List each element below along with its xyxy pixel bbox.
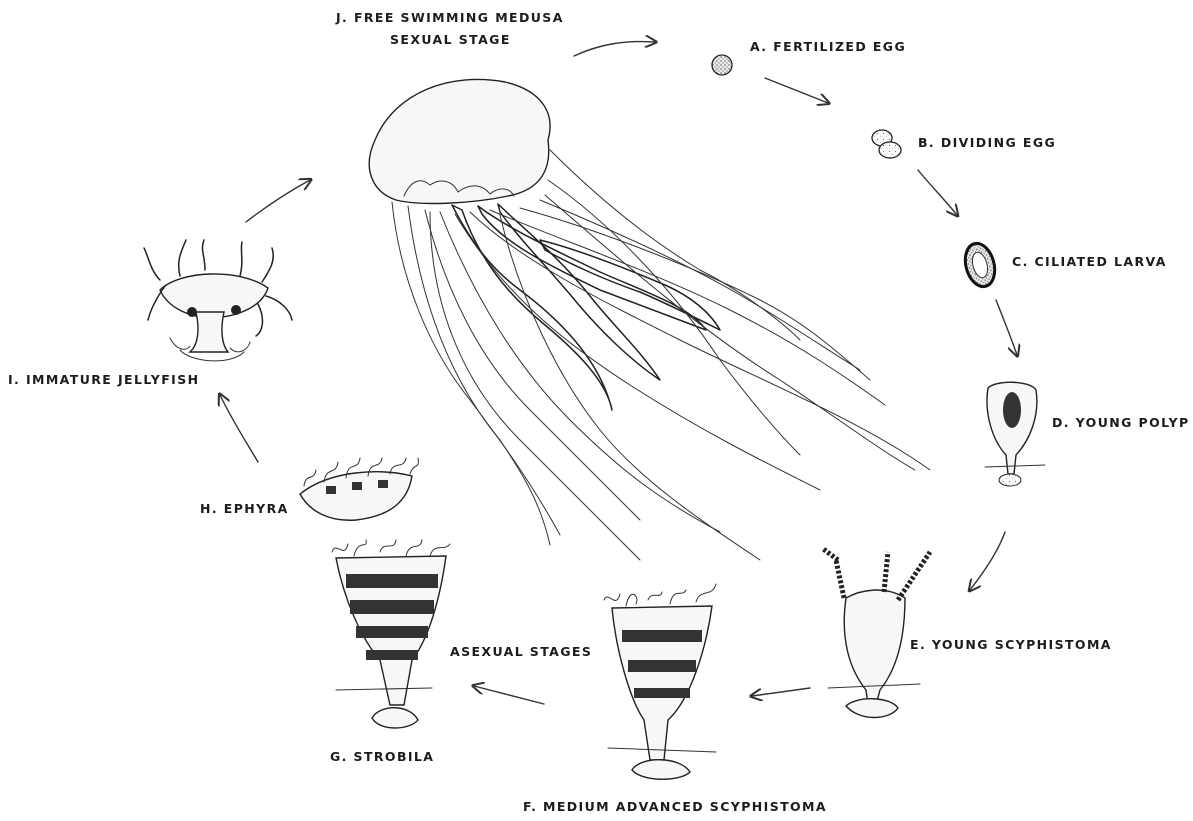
young-polyp-illustration: [985, 382, 1045, 486]
young-scyphistoma-illustration: [822, 548, 930, 718]
strobila-illustration: [332, 540, 450, 728]
arrow-e-to-f: [752, 688, 810, 696]
arrow-j-to-a: [574, 42, 655, 56]
arrow-i-to-j: [246, 180, 310, 222]
label-sexual-stage: SEXUAL STAGE: [390, 32, 511, 47]
arrow-a-to-b: [765, 78, 828, 103]
label-fertilized-egg: A. FERTILIZED EGG: [750, 39, 906, 54]
medusa-illustration: [369, 79, 930, 560]
arrow-f-to-g: [474, 686, 544, 704]
arrow-b-to-c: [918, 170, 957, 215]
medium-scyphistoma-illustration: [604, 584, 716, 779]
fertilized-egg-illustration: [712, 55, 732, 75]
arrow-h-to-i: [220, 395, 258, 462]
ephyra-illustration: [300, 458, 418, 520]
arrow-d-to-e: [970, 532, 1005, 590]
label-medium-advanced-scyphistoma: F. MEDIUM ADVANCED SCYPHISTOMA: [523, 799, 827, 814]
label-strobila: G. STROBILA: [330, 749, 434, 764]
arrow-c-to-d: [996, 300, 1017, 355]
label-young-polyp: D. YOUNG POLYP: [1052, 415, 1190, 430]
immature-jellyfish-illustration: [144, 240, 292, 361]
label-ciliated-larva: C. CILIATED LARVA: [1012, 254, 1167, 269]
dividing-egg-illustration: [872, 130, 901, 158]
label-ephyra: H. EPHYRA: [200, 501, 289, 516]
label-immature-jellyfish: I. IMMATURE JELLYFISH: [8, 372, 199, 387]
label-free-swimming-medusa: J. FREE SWIMMING MEDUSA: [336, 10, 564, 25]
label-asexual-stages: ASEXUAL STAGES: [450, 644, 592, 659]
label-dividing-egg: B. DIVIDING EGG: [918, 135, 1056, 150]
ciliated-larva-illustration: [961, 240, 999, 290]
label-young-scyphistoma: E. YOUNG SCYPHISTOMA: [910, 637, 1112, 652]
